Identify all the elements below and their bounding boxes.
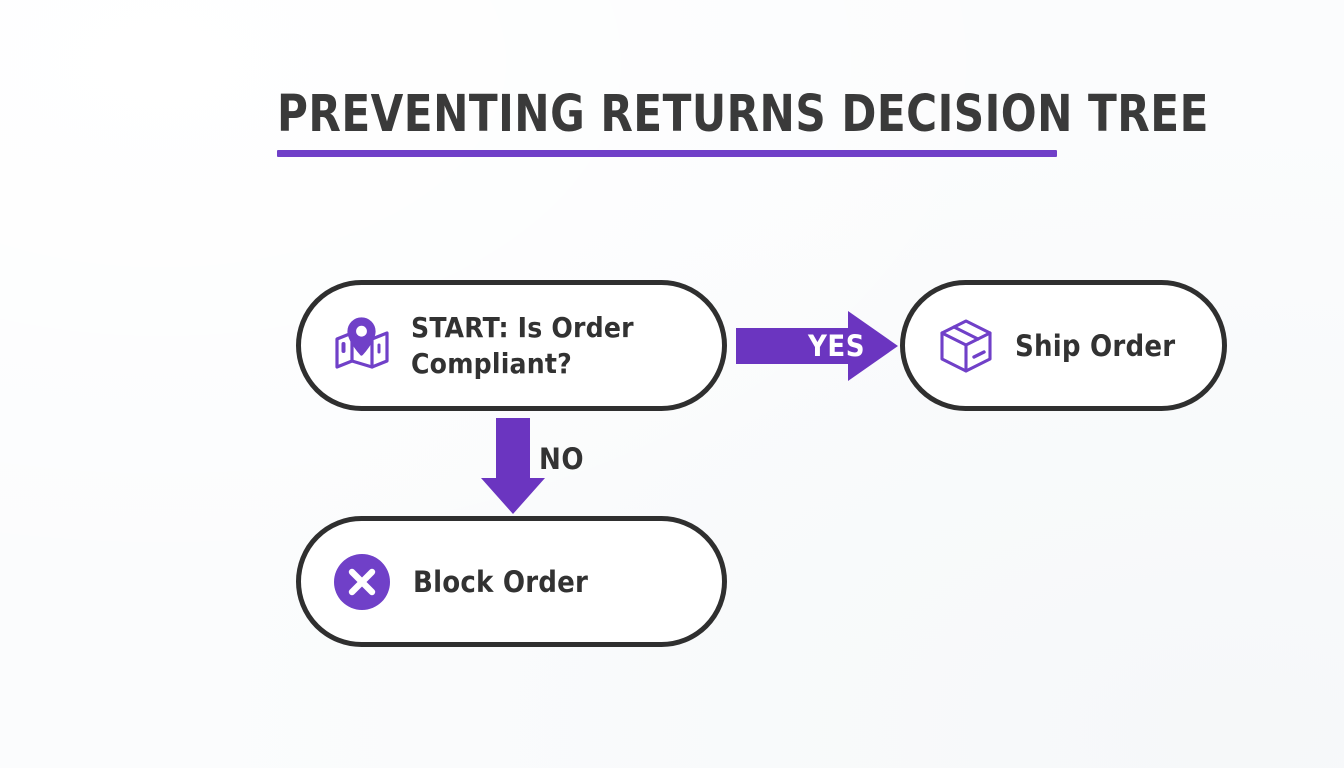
node-block-label: Block Order <box>413 564 589 599</box>
node-start-label: START: Is Order Compliant? <box>411 310 634 380</box>
circle-x-icon <box>333 553 391 611</box>
node-ship-label: Ship Order <box>1015 328 1176 363</box>
page-title: PREVENTING RETURNS DECISION TREE <box>277 85 1209 144</box>
node-block-order[interactable]: Block Order <box>296 516 727 647</box>
title-underline-rule <box>277 150 1057 157</box>
title-block: PREVENTING RETURNS DECISION TREE <box>277 85 1209 157</box>
node-ship-order[interactable]: Ship Order <box>900 280 1227 411</box>
node-start-is-order-compliant[interactable]: START: Is Order Compliant? <box>296 280 727 411</box>
edge-no-label: NO <box>539 442 585 476</box>
map-pin-icon <box>331 315 393 377</box>
edge-no-arrow <box>481 418 545 514</box>
edge-yes-label: YES <box>808 329 866 363</box>
package-box-icon <box>937 317 995 375</box>
edge-yes-arrow <box>736 311 898 381</box>
